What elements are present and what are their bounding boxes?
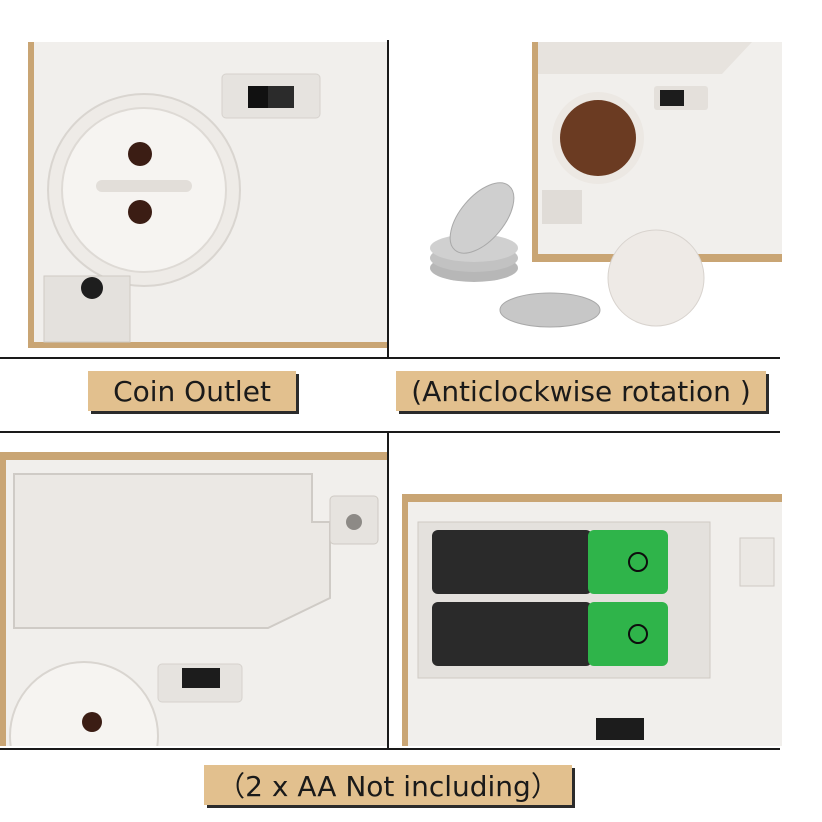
battery-compartment-photo [392,452,782,746]
coin-outlet-photo [0,40,388,354]
caption-batteries: （2 x AA Not including） [204,765,572,805]
horizontal-divider-bottom [0,748,780,750]
battery-cover-photo [0,452,388,746]
vertical-divider-bottom [387,432,389,748]
horizontal-divider-middle [0,431,780,433]
rotation-photo [392,40,782,354]
caption-coin-outlet: Coin Outlet [88,371,296,411]
horizontal-divider-top [0,357,780,359]
caption-rotation: (Anticlockwise rotation ) [396,371,766,411]
vertical-divider-top [387,40,389,358]
